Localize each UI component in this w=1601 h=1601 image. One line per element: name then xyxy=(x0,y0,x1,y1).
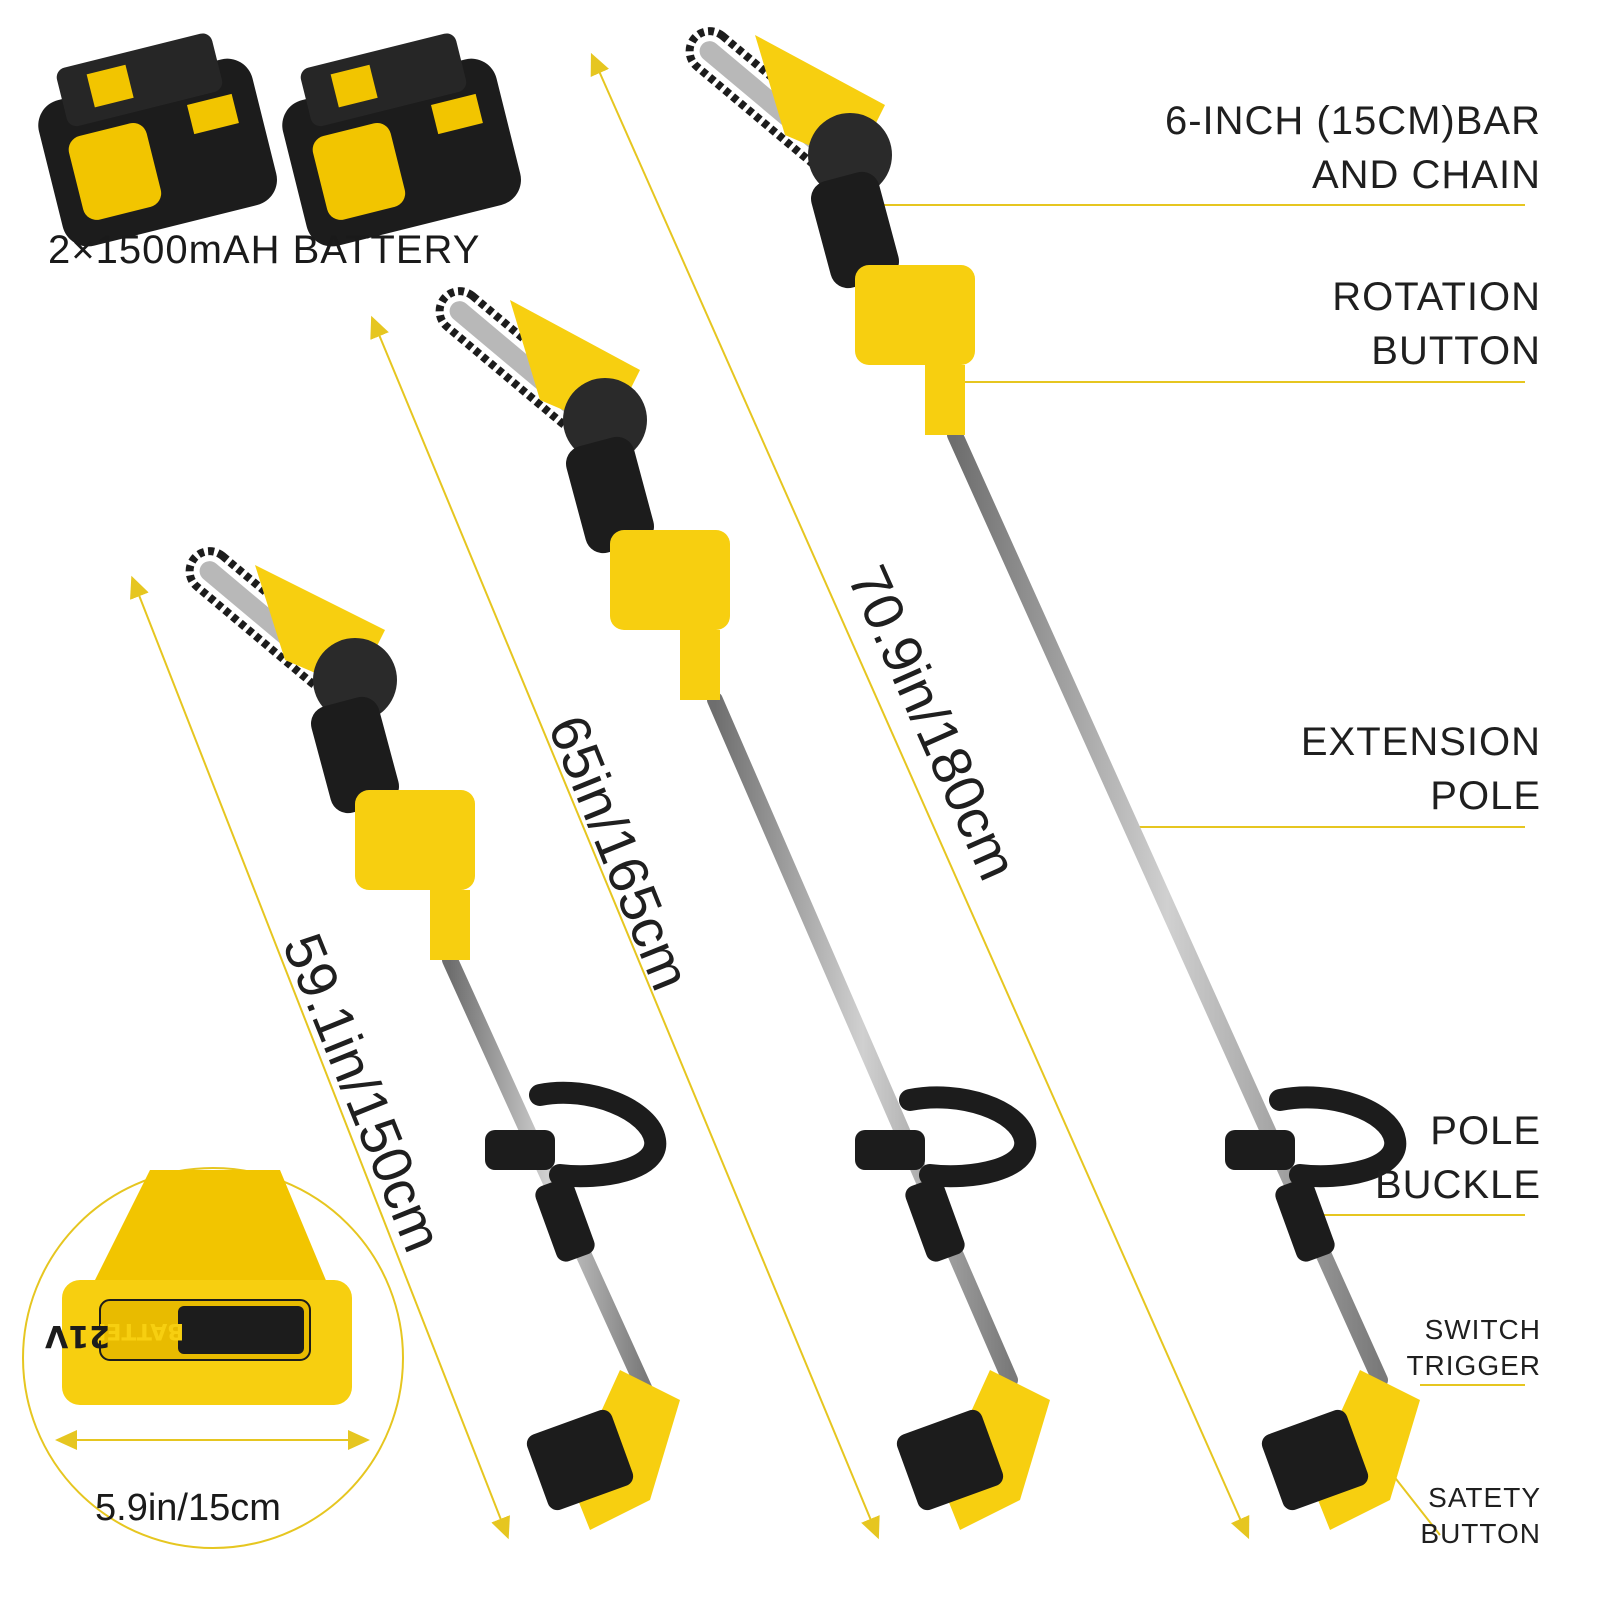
callout-pole-buckle-line1: POLE xyxy=(1430,1109,1541,1153)
callout-extension-pole: EXTENSION POLE xyxy=(1301,715,1541,823)
callout-switch-trigger-line1: SWITCH xyxy=(1424,1314,1541,1345)
pole-saw-long xyxy=(685,27,1420,1530)
callout-pole-buckle: POLE BUCKLE xyxy=(1375,1104,1541,1212)
callout-switch-trigger-line2: TRIGGER xyxy=(1406,1350,1541,1381)
adapter-brand-text: BATTERY xyxy=(74,1318,184,1343)
callout-bar-chain: 6-INCH (15CM)BAR AND CHAIN xyxy=(1165,94,1541,202)
width-label: 5.9in/15cm xyxy=(95,1487,281,1529)
callout-rotation-button-line1: ROTATION xyxy=(1332,275,1541,319)
callout-extension-pole-line2: POLE xyxy=(1430,774,1541,818)
callout-safety-button-line1: SATETY xyxy=(1428,1482,1541,1513)
battery-caption: 2×1500mAH BATTERY xyxy=(48,228,481,272)
callout-bar-chain-line2: AND CHAIN xyxy=(1311,153,1541,197)
callout-bar-chain-line1: 6-INCH (15CM)BAR xyxy=(1164,99,1541,143)
callout-switch-trigger: SWITCH TRIGGER xyxy=(1406,1312,1541,1384)
callout-leaders xyxy=(880,204,1525,1536)
callout-pole-buckle-line2: BUCKLE xyxy=(1374,1163,1541,1207)
callout-safety-button: SATETY BUTTON xyxy=(1420,1480,1541,1552)
pole-saw-medium xyxy=(435,287,1050,1530)
adapter-voltage-text: 21V xyxy=(44,1318,110,1353)
battery-pack-left xyxy=(38,33,277,247)
callout-rotation-button: ROTATION BUTTON xyxy=(1332,270,1541,378)
callout-extension-pole-line1: EXTENSION xyxy=(1300,720,1541,764)
callout-safety-button-line2: BUTTON xyxy=(1420,1518,1541,1549)
battery-pack-right xyxy=(282,33,521,247)
callout-rotation-button-line2: BUTTON xyxy=(1371,329,1541,373)
length-arrow-long xyxy=(590,52,1250,1540)
battery-adapter-detail: BATTERY 21V xyxy=(22,1167,404,1549)
pole-saw-short xyxy=(185,547,680,1530)
